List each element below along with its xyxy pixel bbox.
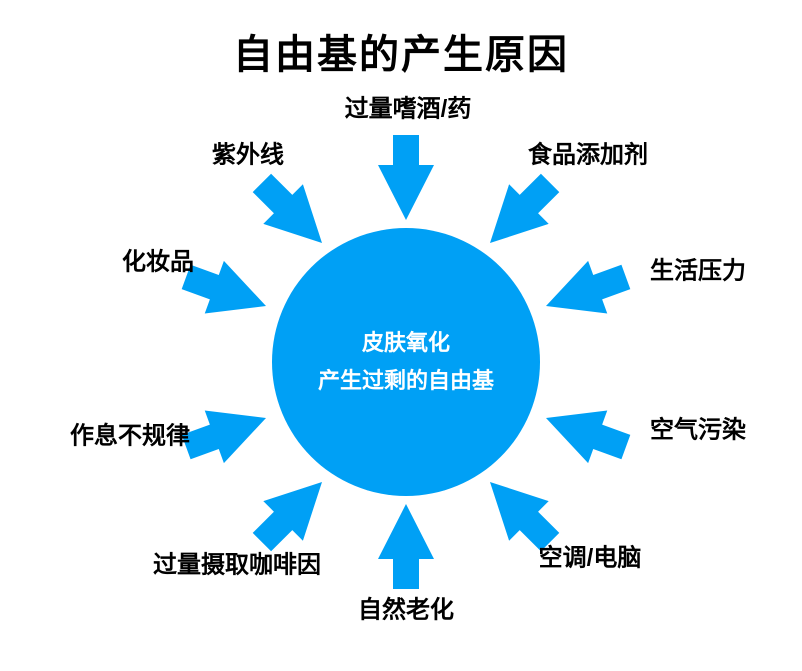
uv-arrow-icon: [242, 163, 342, 263]
life-stress-arrow-icon: [536, 250, 636, 333]
cause-label-caffeine: 过量摄取咖啡因: [153, 551, 321, 579]
air-pollution-arrow-icon: [536, 391, 636, 474]
cause-label-uv: 紫外线: [212, 141, 284, 169]
irregular-schedule-arrow-icon: [176, 391, 276, 474]
food-additives-arrow-icon: [470, 163, 570, 263]
cause-label-alcohol-drugs: 过量嗜酒/药: [344, 95, 472, 123]
center-circle: [272, 228, 540, 496]
cause-label-food-additives: 食品添加剂: [528, 141, 648, 169]
cause-label-natural-aging: 自然老化: [358, 596, 454, 624]
cause-label-irregular-schedule: 作息不规律: [70, 422, 190, 450]
center-line-2: 产生过剩的自由基: [317, 368, 495, 393]
page-title: 自由基的产生原因: [233, 33, 569, 77]
cause-label-life-stress: 生活压力: [650, 257, 746, 285]
cause-label-ac-computer: 空调/电脑: [538, 544, 642, 572]
center-circle-label: 皮肤氧化 产生过剩的自由基: [318, 324, 494, 400]
cause-label-air-pollution: 空气污染: [650, 416, 746, 444]
natural-aging-arrow-icon: [378, 504, 434, 589]
center-line-1: 皮肤氧化: [361, 330, 451, 355]
cause-label-cosmetics: 化妆品: [122, 248, 194, 276]
alcohol-drugs-arrow-icon: [378, 135, 434, 220]
